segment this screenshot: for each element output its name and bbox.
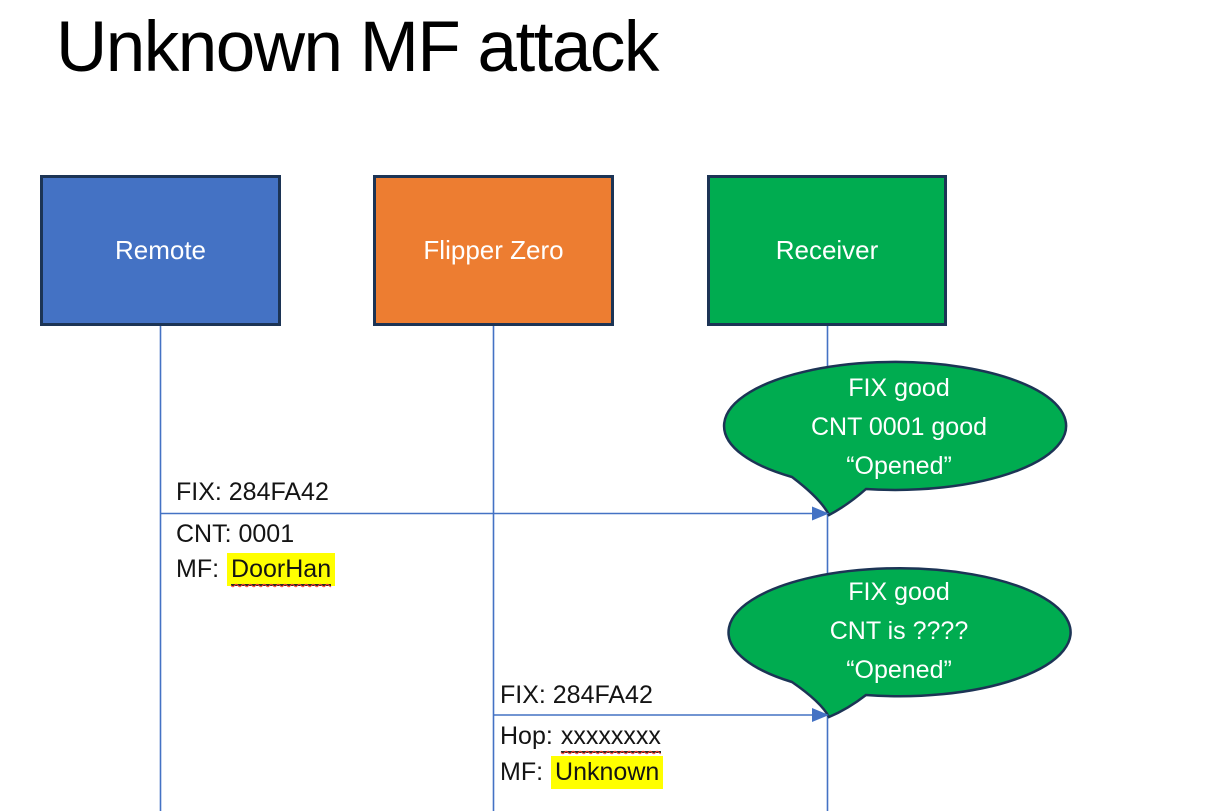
actor-label-flipper-zero: Flipper Zero — [423, 235, 564, 265]
callout-2-line-cnt: CNT is ???? — [829, 617, 969, 645]
message-arrow-2-head — [812, 708, 829, 722]
message-arrow-1-head — [812, 506, 829, 521]
actor-label-remote: Remote — [114, 235, 207, 265]
callout-2-text: FIX good CNT is ???? “Opened” — [728, 573, 1070, 690]
callout-bubble-1 — [722, 360, 1068, 517]
callout-2-line-opened: “Opened” — [846, 656, 952, 684]
callout-1-line-opened: “Opened” — [846, 452, 952, 480]
message-2-hop-value: xxxxxxxx — [560, 722, 661, 753]
actor-box-flipper-zero: Flipper Zero — [373, 175, 614, 326]
callout-1-line-cnt: CNT 0001 good — [810, 413, 988, 441]
message-1-mf-highlight: DoorHan — [227, 553, 336, 586]
actor-box-receiver: Receiver — [707, 175, 947, 326]
callout-1-text: FIX good CNT 0001 good “Opened” — [728, 369, 1070, 486]
callout-1-line-fix: FIX good — [848, 374, 950, 402]
message-2-mf-prefix: MF: — [500, 758, 544, 786]
message-1-mf-spellcheck: DoorHan — [231, 555, 332, 586]
message-1-cnt-label: CNT: 0001 — [176, 520, 295, 548]
message-1-fix-label: FIX: 284FA42 — [176, 478, 329, 506]
callout-bubble-2 — [727, 566, 1072, 719]
actor-box-remote: Remote — [40, 175, 281, 326]
message-1-mf-prefix: MF: — [176, 555, 220, 583]
callout-2-line-fix: FIX good — [848, 578, 950, 606]
message-1-mf-label: MF: DoorHan — [176, 553, 336, 586]
message-2-hop-label: Hop:xxxxxxxx — [500, 721, 661, 753]
actor-label-receiver: Receiver — [775, 235, 879, 265]
message-2-mf-label: MF:Unknown — [500, 756, 664, 789]
message-2-fix-label: FIX: 284FA42 — [500, 681, 653, 709]
slide-title: Unknown MF attack — [56, 8, 659, 87]
message-2-mf-value: Unknown — [551, 756, 664, 789]
message-2-hop-prefix: Hop: — [500, 722, 553, 750]
message-1-mf-value: DoorHan — [231, 555, 332, 586]
message-2-hop-spellcheck: xxxxxxxx — [560, 722, 661, 753]
